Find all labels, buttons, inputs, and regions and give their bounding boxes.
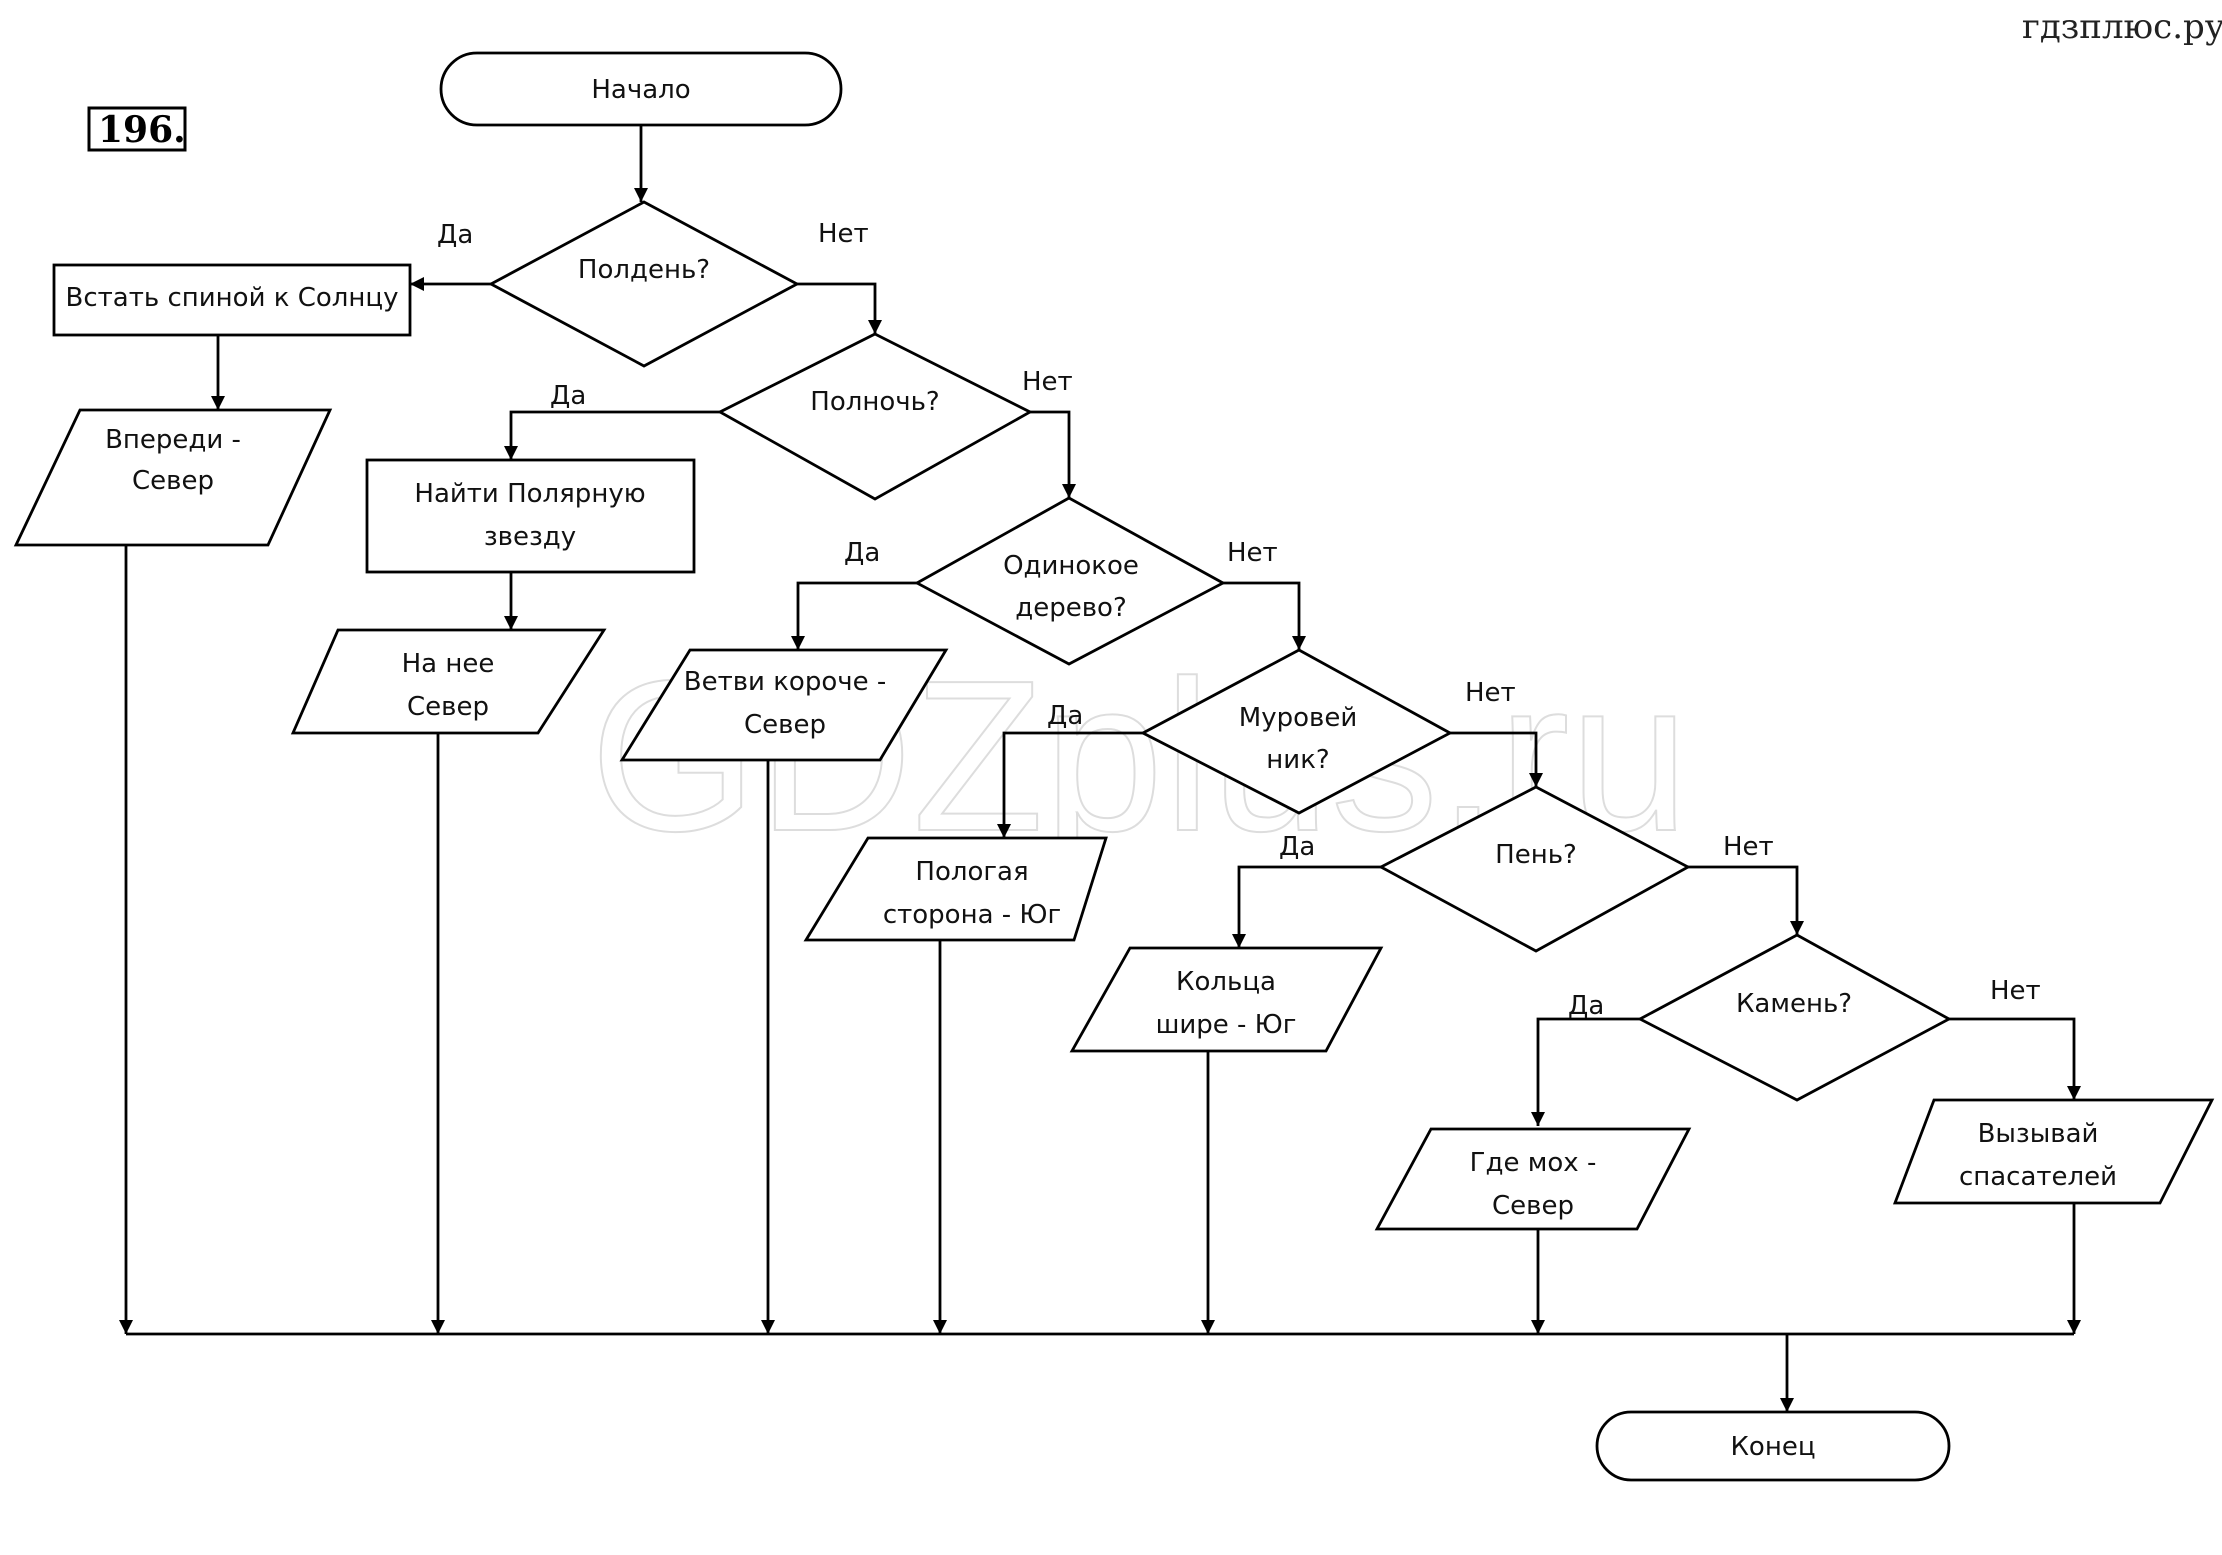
label-tree-yes: Да [844, 538, 880, 568]
arrow-anthill-yes [997, 731, 1143, 838]
output-moss [1374, 1127, 1692, 1231]
arrow-stump-no [1688, 865, 1804, 935]
process-star [365, 458, 696, 574]
output-rings-label-2: шире - Юг [1156, 1010, 1297, 1040]
arrow-stone-no [1949, 1017, 2081, 1100]
arrow-tree-no [1223, 581, 1306, 650]
label-midnight-yes: Да [550, 381, 586, 411]
output-ahead-north-label-1: Впереди - [105, 425, 241, 455]
label-midnight-no: Нет [1022, 367, 1073, 397]
output-gentle-side-label-1: Пологая [915, 857, 1028, 887]
output-rings [1069, 946, 1384, 1053]
decision-noon [488, 200, 800, 368]
process-sun [52, 263, 412, 337]
output-ahead-north [13, 408, 333, 547]
decision-noon-label: Полдень? [578, 255, 710, 285]
output-rescue-label-1: Вызывай [1978, 1119, 2099, 1149]
arrow-midnight-no [1030, 410, 1076, 498]
decision-stone [1636, 933, 1952, 1102]
decision-tree-label-2: дерево? [1015, 593, 1127, 623]
output-moss-label-1: Где мох - [1470, 1148, 1597, 1178]
arrow-tree-yes [791, 581, 917, 650]
decision-anthill-label-2: ник? [1266, 745, 1329, 775]
decision-stump-label: Пень? [1495, 840, 1577, 870]
start-label: Начало [591, 75, 690, 105]
start-terminal [439, 51, 843, 127]
decision-tree [914, 496, 1226, 666]
problem-number-box [87, 106, 187, 152]
output-rings-label-1: Кольца [1176, 967, 1276, 997]
label-anthill-yes: Да [1047, 701, 1083, 731]
output-on-it-north-label-1: На нее [402, 649, 495, 679]
label-stump-no: Нет [1723, 832, 1774, 862]
decision-midnight [717, 332, 1033, 501]
output-branches-label-1: Ветви короче - [684, 667, 887, 697]
output-gentle-side-label-2: сторона - Юг [883, 900, 1061, 930]
end-terminal [1595, 1410, 1951, 1482]
label-stump-yes: Да [1279, 832, 1315, 862]
end-label: Конец [1730, 1432, 1815, 1462]
process-star-label-2: звезду [484, 522, 576, 552]
label-noon-no: Нет [818, 219, 869, 249]
output-on-it-north-label-2: Север [407, 692, 489, 722]
label-stone-yes: Да [1568, 991, 1604, 1021]
process-star-label-1: Найти Полярную [414, 479, 645, 509]
label-noon-yes: Да [437, 220, 473, 250]
process-sun-label: Встать спиной к Солнцу [66, 283, 399, 313]
output-ahead-north-label-2: Север [132, 466, 214, 496]
decision-midnight-label: Полночь? [810, 387, 939, 417]
output-moss-label-2: Север [1492, 1191, 1574, 1221]
decision-anthill-label-1: Муровей [1239, 703, 1357, 733]
output-on-it-north [290, 628, 607, 735]
connectors [119, 125, 2081, 1412]
output-branches-label-2: Север [744, 710, 826, 740]
output-branches [619, 648, 949, 762]
decision-anthill [1139, 648, 1453, 815]
label-anthill-no: Нет [1465, 678, 1516, 708]
arrow-stump-yes [1232, 865, 1381, 948]
problem-number: 196. [98, 109, 186, 151]
decision-tree-label-1: Одинокое [1003, 551, 1139, 581]
decision-stone-label: Камень? [1736, 989, 1852, 1019]
output-rescue-label-2: спасателей [1959, 1162, 2117, 1192]
arrow-anthill-no [1450, 731, 1543, 787]
decision-stump [1378, 785, 1691, 953]
arrow-stone-yes [1531, 1017, 1640, 1126]
label-tree-no: Нет [1227, 538, 1278, 568]
arrow-noon-no [797, 282, 882, 334]
label-stone-no: Нет [1990, 976, 2041, 1006]
site-name: гдзплюс.ру [2022, 7, 2222, 47]
output-gentle-side [803, 836, 1108, 942]
output-rescue [1892, 1098, 2215, 1205]
arrow-midnight-yes [504, 410, 720, 460]
